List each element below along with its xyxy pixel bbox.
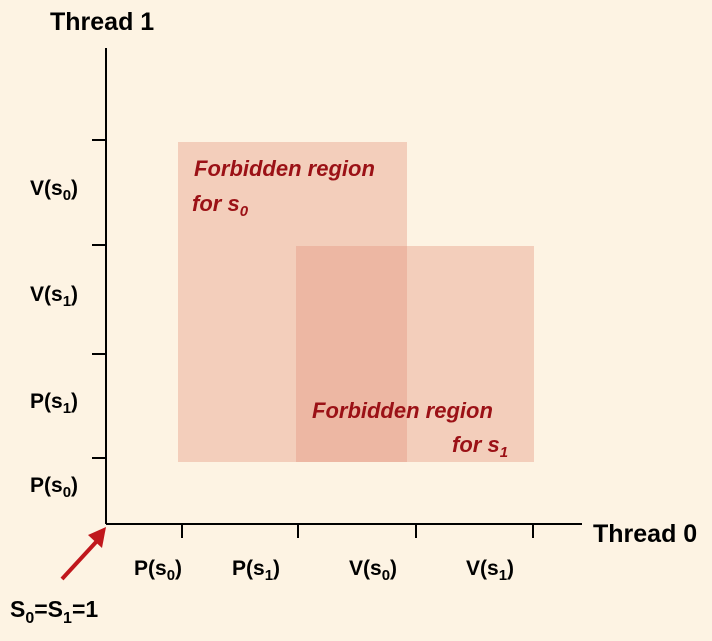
- y-tick-label-p-s1: P(s1): [30, 390, 78, 417]
- x-tick-label-v-s0: V(s0): [349, 557, 397, 584]
- forbidden-region-s0: [178, 142, 407, 462]
- forbidden-region-s0-label: Forbidden region for s0: [192, 156, 381, 220]
- y-tick-label-p-s0: P(s0): [30, 474, 78, 501]
- initial-state-arrow: [60, 539, 99, 581]
- x-tick-label-v-s1: V(s1): [466, 557, 514, 584]
- x-axis-title: Thread 0: [593, 520, 697, 548]
- y-axis-title: Thread 1: [50, 8, 154, 36]
- forbidden-region-s1-label: Forbidden region for s1: [312, 398, 508, 461]
- forbidden-region-s1: [296, 246, 534, 462]
- y-tick-label-v-s1: V(s1): [30, 283, 78, 310]
- x-tick-label-p-s0: P(s0): [134, 557, 182, 584]
- initial-state-label: S0=S1=1: [10, 596, 98, 627]
- y-tick-label-v-s0: V(s0): [30, 177, 78, 204]
- x-tick-label-p-s1: P(s1): [232, 557, 280, 584]
- initial-state-arrow-head: [88, 527, 106, 548]
